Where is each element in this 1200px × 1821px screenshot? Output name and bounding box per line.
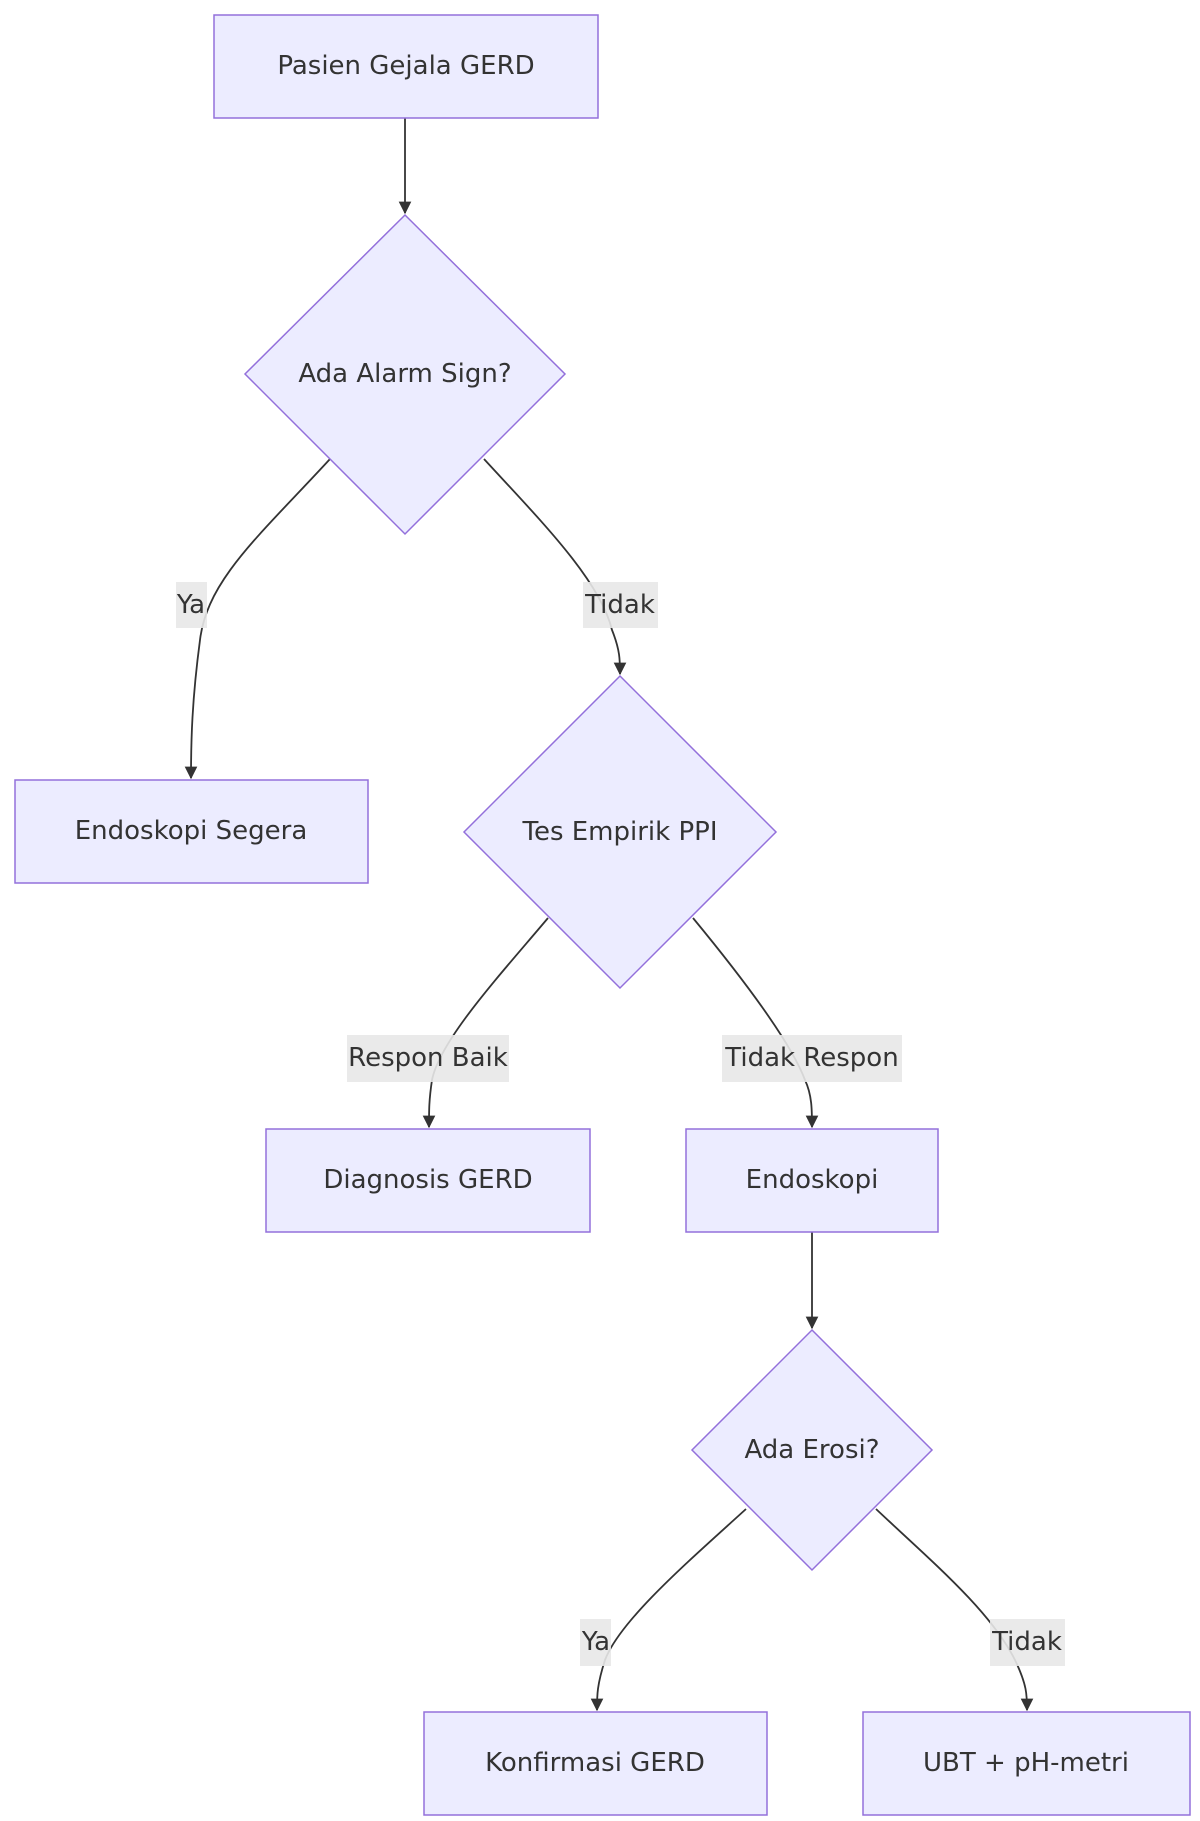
node-label: Pasien Gejala GERD xyxy=(277,51,534,81)
edge-ppi-bad xyxy=(692,917,819,1129)
edge-label-ppi-bad: Tidak Respon xyxy=(722,1035,902,1082)
edge-alarm-yes xyxy=(184,458,331,780)
node-label: UBT + pH-metri xyxy=(923,1748,1129,1778)
label-text: Tidak xyxy=(584,590,655,620)
label-text: Tidak Respon xyxy=(724,1043,898,1073)
node-label: Endoskopi xyxy=(746,1165,879,1195)
edge-ppi-good xyxy=(422,917,549,1129)
edge-label-erosi-no: Tidak xyxy=(990,1619,1065,1666)
edge-label-alarm-yes: Ya xyxy=(176,582,207,628)
node-label: Endoskopi Segera xyxy=(75,816,308,846)
node-endoskopi-segera[interactable]: Endoskopi Segera xyxy=(14,779,369,884)
node-label: Konfirmasi GERD xyxy=(485,1748,705,1778)
node-endoskopi[interactable]: Endoskopi xyxy=(685,1128,939,1233)
node-diagnosis[interactable]: Diagnosis GERD xyxy=(265,1128,591,1233)
node-alarm-decision[interactable]: Ada Alarm Sign? xyxy=(243,213,567,536)
node-start[interactable]: Pasien Gejala GERD xyxy=(213,14,599,119)
node-konfirmasi[interactable]: Konfirmasi GERD xyxy=(423,1711,768,1816)
node-label: Diagnosis GERD xyxy=(323,1165,532,1195)
edge-alarm-no xyxy=(483,458,627,676)
node-tes-ppi-decision[interactable]: Tes Empirik PPI xyxy=(462,674,778,990)
label-text: Ya xyxy=(581,1627,610,1657)
label-text: Tidak xyxy=(991,1627,1062,1657)
node-ubt[interactable]: UBT + pH-metri xyxy=(862,1711,1191,1816)
edge-label-erosi-yes: Ya xyxy=(580,1619,611,1666)
edge-erosi-no xyxy=(875,1508,1034,1712)
edge-label-alarm-no: Tidak xyxy=(583,582,658,628)
edge-label-ppi-good: Respon Baik xyxy=(347,1035,509,1082)
node-label: Tes Empirik PPI xyxy=(521,817,717,847)
label-text: Ya xyxy=(176,590,205,620)
label-text: Respon Baik xyxy=(348,1043,508,1073)
node-label: Ada Erosi? xyxy=(744,1435,879,1465)
node-erosi-decision[interactable]: Ada Erosi? xyxy=(690,1328,934,1572)
edge-erosi-yes xyxy=(590,1508,747,1712)
node-label: Ada Alarm Sign? xyxy=(298,359,511,389)
